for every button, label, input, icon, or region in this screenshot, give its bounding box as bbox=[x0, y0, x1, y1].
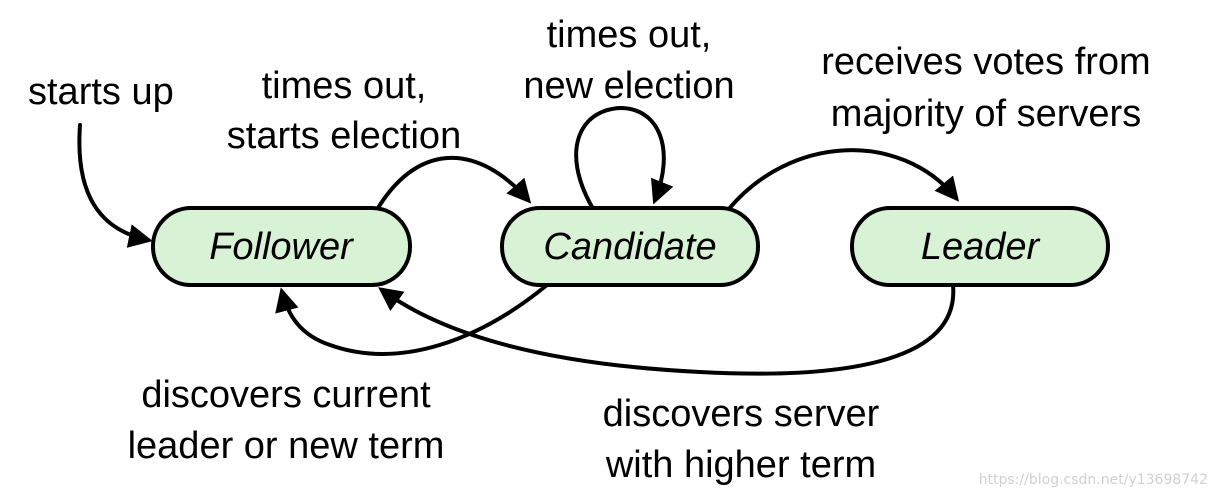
edge-follower-to-candidate bbox=[376, 156, 532, 210]
state-candidate: Candidate bbox=[500, 206, 760, 287]
label-times-out-new-election-line-2: new election bbox=[523, 65, 734, 107]
label-discovers-current-leader-line-1: discovers current bbox=[141, 374, 431, 416]
label-discovers-current-leader-line-2: leader or new term bbox=[128, 425, 445, 467]
label-times-out-starts-election-line-2: starts election bbox=[227, 115, 461, 157]
watermark: https://blog.csdn.net/y13698742 bbox=[979, 472, 1208, 488]
edge-candidate-self-loop bbox=[574, 105, 674, 209]
state-follower-label: Follower bbox=[209, 226, 354, 268]
label-times-out-starts-election-line-1: times out, bbox=[262, 65, 427, 107]
state-follower: Follower bbox=[151, 206, 412, 287]
edge-candidate-to-leader bbox=[726, 148, 960, 212]
label-receives-votes-line-2: majority of servers bbox=[831, 93, 1141, 135]
label-discovers-higher-term-line-1: discovers server bbox=[603, 393, 880, 435]
label-discovers-higher-term-line-2: with higher term bbox=[605, 444, 876, 486]
edge-candidate-to-follower bbox=[275, 283, 549, 356]
state-leader: Leader bbox=[850, 206, 1110, 287]
label-receives-votes-line-1: receives votes from bbox=[821, 41, 1150, 83]
state-leader-label: Leader bbox=[921, 226, 1041, 268]
edge-starts-up bbox=[77, 123, 153, 248]
state-candidate-label: Candidate bbox=[543, 226, 716, 268]
label-times-out-new-election-line-1: times out, bbox=[547, 14, 712, 56]
edge-leader-to-follower bbox=[378, 283, 956, 376]
label-starts-up: starts up bbox=[28, 71, 174, 113]
